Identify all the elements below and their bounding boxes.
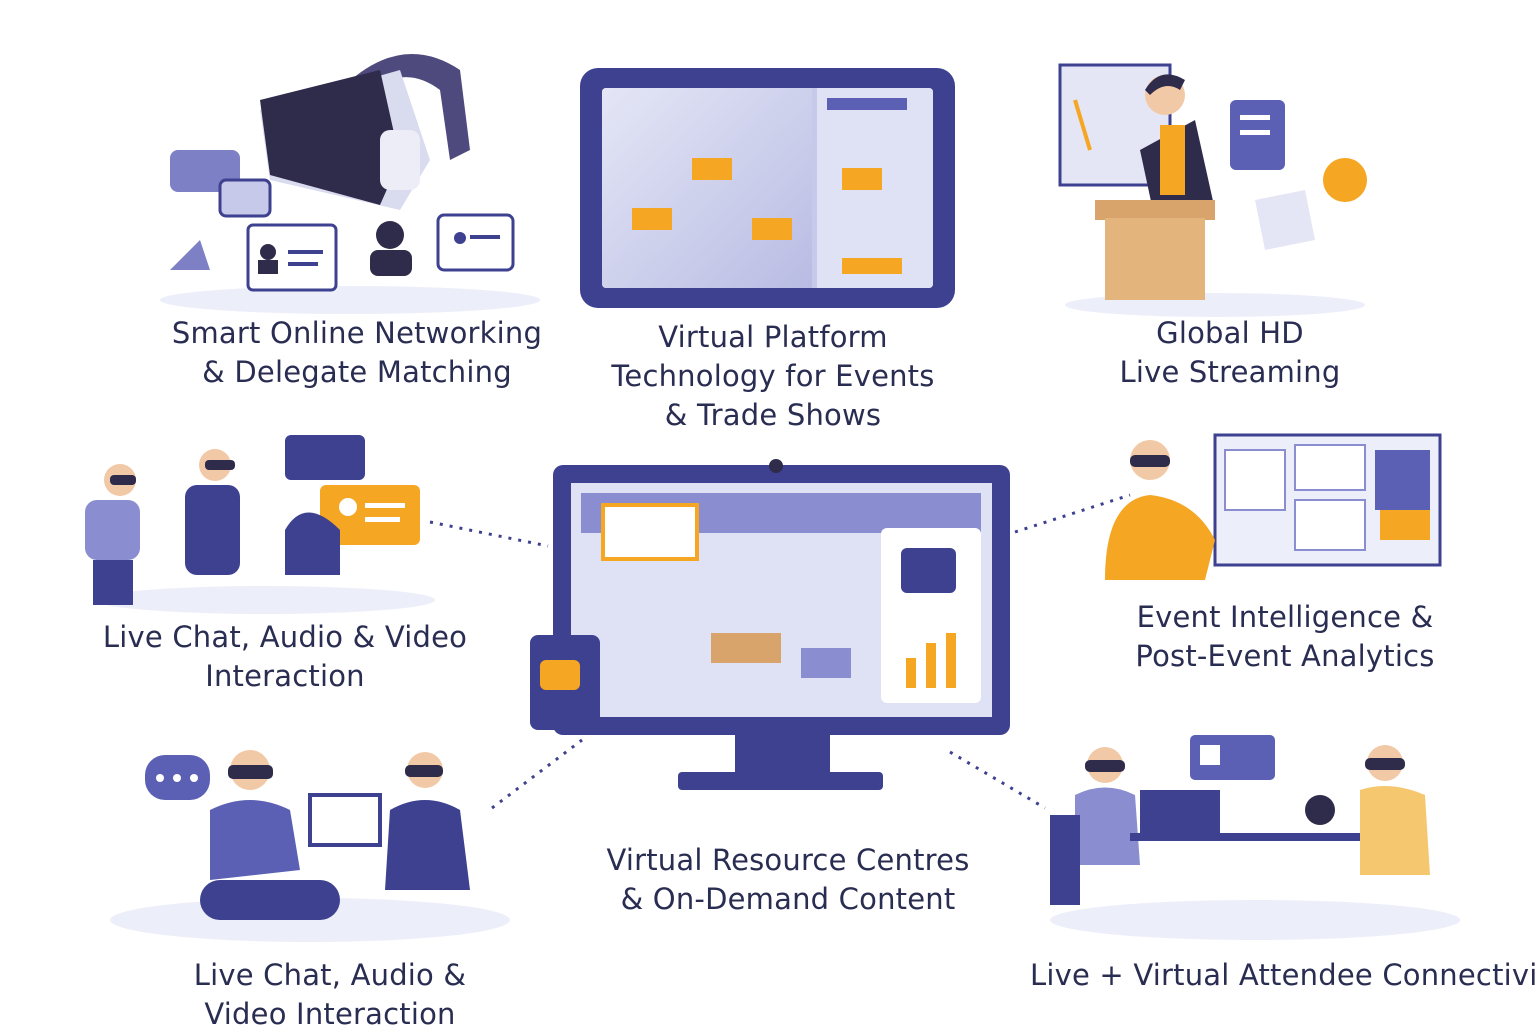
feature-label-resources: Virtual Resource Centres & On-Demand Con… xyxy=(606,843,970,916)
analytics-dashboard-illustration xyxy=(1105,433,1442,580)
presenter-podium-illustration xyxy=(1058,63,1367,317)
vr-headset-networking-illustration xyxy=(160,54,540,314)
tablet-virtual-expo-illustration xyxy=(580,68,955,308)
feature-label-chat: Live Chat, Audio & Video Interaction xyxy=(102,620,468,693)
feature-label-analytics: Event Intelligence & Post-Event Analytic… xyxy=(1135,600,1435,673)
vr-chat-illustration xyxy=(85,435,435,614)
feature-label-connectivity: Live + Virtual Attendee Connectivity xyxy=(1030,958,1536,992)
feature-label-chat-bottom: Live Chat, Audio & Video Interaction xyxy=(193,958,467,1031)
monitor-stand xyxy=(735,735,830,775)
feature-label-platform: Virtual Platform Technology for Events &… xyxy=(611,320,935,432)
monitor-screen xyxy=(571,483,992,717)
feature-label-networking: Smart Online Networking & Delegate Match… xyxy=(171,316,543,389)
feature-label-streaming: Global HD Live Streaming xyxy=(1119,316,1341,389)
monitor-base xyxy=(678,772,883,790)
central-monitor-illustration xyxy=(553,459,1010,735)
tablet-screen xyxy=(602,88,933,288)
laptop-vr-users-illustration xyxy=(110,750,510,942)
hybrid-attendees-illustration xyxy=(1050,735,1460,940)
